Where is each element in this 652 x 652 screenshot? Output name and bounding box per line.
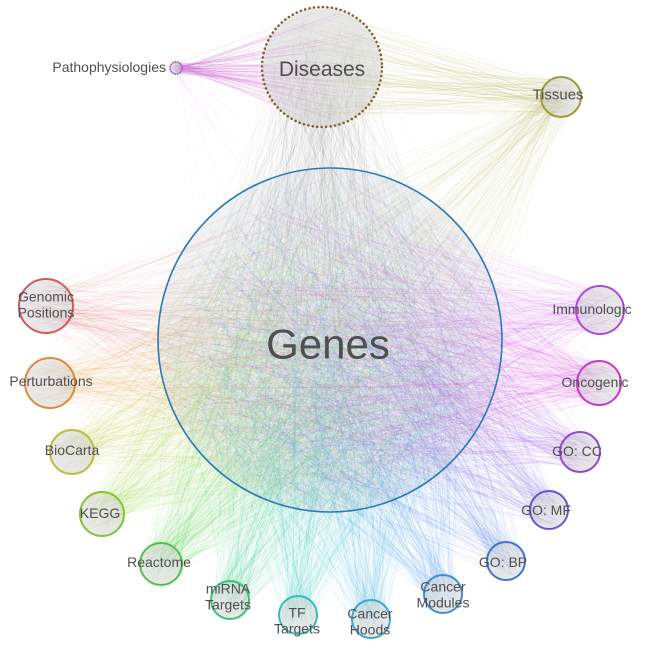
node-genomic_positions[interactable] xyxy=(18,278,74,334)
node-genes[interactable] xyxy=(157,167,503,513)
node-cancer_modules[interactable] xyxy=(423,574,463,614)
edge-bundle-tf_targets-genes xyxy=(178,190,490,633)
node-reactome[interactable] xyxy=(139,542,183,586)
edge-bundle-tissues-diseases xyxy=(273,11,579,116)
edge-bundle-oncogenic-genes xyxy=(171,180,619,498)
edge-bundle-go_mf-genes xyxy=(171,182,565,527)
node-diseases[interactable] xyxy=(260,5,384,129)
node-mirna_targets[interactable] xyxy=(210,580,250,620)
node-perturbations[interactable] xyxy=(24,357,76,409)
node-oncogenic[interactable] xyxy=(576,360,622,406)
edge-bundle-pathophysiologies-diseases xyxy=(170,12,378,119)
edge-bundle-mirna_targets-genes xyxy=(169,183,494,618)
node-tissues[interactable] xyxy=(540,76,582,118)
edge-bundle-biocarta-genes xyxy=(51,179,483,496)
edge-bundle-tissues-genes xyxy=(176,78,578,494)
node-go_cc[interactable] xyxy=(559,431,601,473)
edge-bundle-go_bp-genes xyxy=(193,187,523,578)
node-tf_targets[interactable] xyxy=(278,595,318,635)
edge-bundle-reactome-genes xyxy=(141,184,489,584)
node-go_bp[interactable] xyxy=(486,541,526,581)
node-kegg[interactable] xyxy=(79,491,125,537)
edge-bundle-kegg-genes xyxy=(81,179,474,535)
edge-bundle-pathophysiologies-genes xyxy=(171,63,444,479)
node-go_mf[interactable] xyxy=(529,490,569,530)
node-pathophysiologies[interactable] xyxy=(169,61,183,75)
edge-bundle-diseases-genes xyxy=(167,12,493,504)
edge-bundle-genomic_positions-genes xyxy=(22,178,490,495)
node-cancer_hoods[interactable] xyxy=(351,599,391,639)
edge-bundle-go_cc-genes xyxy=(176,180,599,490)
edge-bundle-cancer_modules-genes xyxy=(168,180,485,612)
node-biocarta[interactable] xyxy=(49,429,95,475)
node-immunologic[interactable] xyxy=(575,285,625,335)
